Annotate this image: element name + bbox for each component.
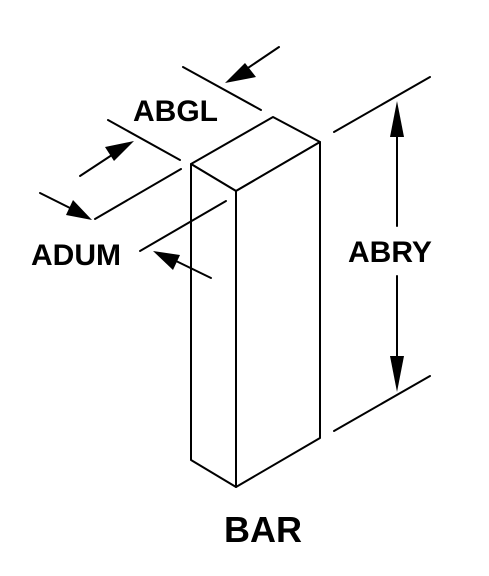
- width-arrowhead-lower: [153, 251, 180, 270]
- height-label: ABRY: [348, 236, 432, 269]
- diagram-caption: BAR: [224, 509, 302, 550]
- width-extension-line-lower: [139, 200, 227, 252]
- thickness-extension-line-front: [107, 119, 181, 161]
- height-arrowhead-bottom: [390, 356, 404, 392]
- width-label: ADUM: [31, 239, 121, 272]
- height-dimension: [333, 76, 431, 432]
- width-dimension: [39, 168, 227, 279]
- bar-side-face: [235, 141, 321, 488]
- thickness-dimension: [79, 46, 280, 177]
- thickness-arrowhead-lower: [105, 141, 134, 161]
- bar-shape: [190, 116, 321, 488]
- width-extension-line-upper: [94, 168, 182, 220]
- width-arrowhead-upper: [66, 200, 92, 220]
- width-leader-lower: [173, 259, 212, 279]
- height-extension-line-bottom: [333, 375, 431, 432]
- thickness-label: ABGL: [133, 95, 218, 128]
- thickness-extension-line-back: [182, 66, 262, 111]
- bar-front-face: [190, 163, 237, 488]
- width-leader-upper: [39, 192, 75, 211]
- height-extension-line-top: [333, 76, 431, 133]
- thickness-arrowhead-upper: [225, 63, 256, 83]
- height-arrowhead-top: [390, 101, 404, 137]
